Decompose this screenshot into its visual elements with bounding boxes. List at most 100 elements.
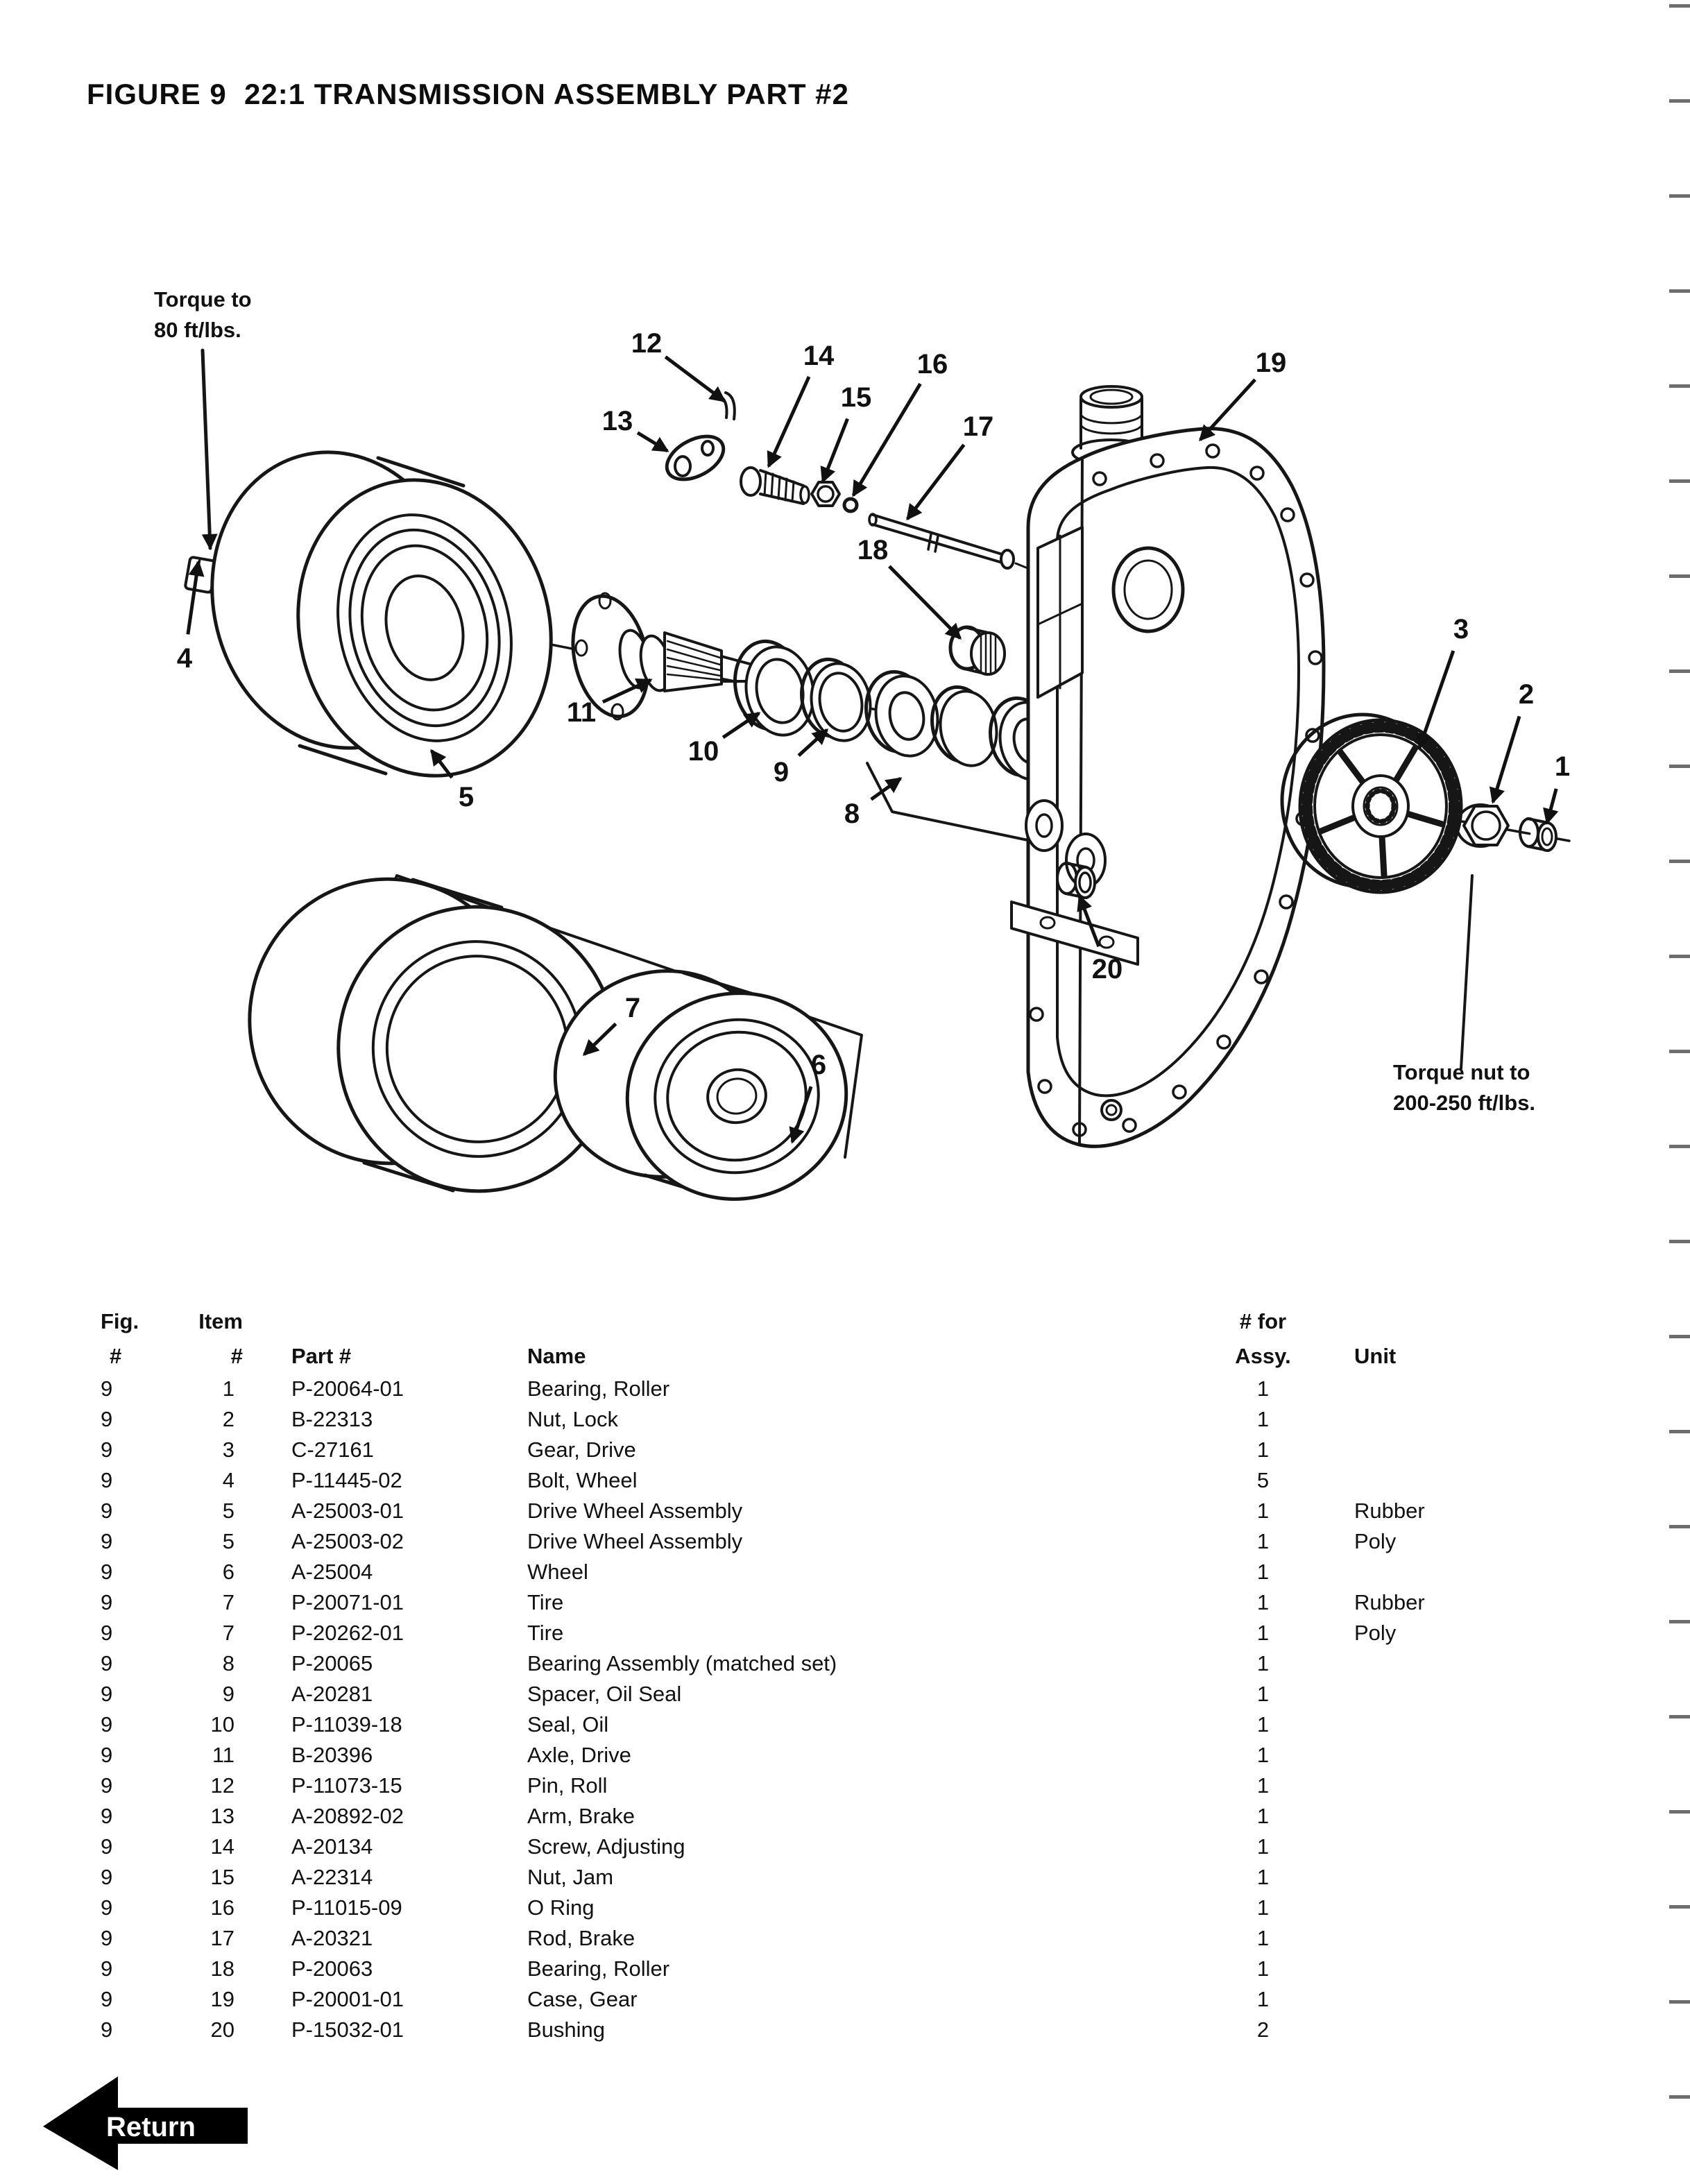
table-cell: 20 xyxy=(210,2017,234,2042)
callout-arrow xyxy=(601,678,653,704)
return-arrow-icon xyxy=(43,2076,248,2170)
table-cell: 1 xyxy=(1256,1560,1270,1584)
torque-bolt-note: Torque to 80 ft/lbs. xyxy=(154,287,257,342)
table-cell: Tire xyxy=(527,1621,564,1645)
table-cell: 19 xyxy=(210,1987,234,2011)
table-cell: 9 xyxy=(101,1468,113,1492)
header-assy: # for xyxy=(1239,1309,1287,1333)
header-part: Part # xyxy=(291,1344,352,1368)
table-cell: Nut, Jam xyxy=(527,1865,614,1889)
callout-arrow xyxy=(722,711,761,740)
callout-number: 17 xyxy=(963,411,994,442)
table-cell xyxy=(1313,1648,1521,1679)
table-cell: 9 xyxy=(222,1682,234,1706)
table-cell: Wheel xyxy=(527,1560,588,1584)
table-cell: 1 xyxy=(1256,1499,1270,1523)
table-cell xyxy=(1313,1557,1521,1587)
callout-number: 19 xyxy=(1256,348,1287,378)
table-cell: P-15032-01 xyxy=(291,2017,404,2042)
gasket-hole xyxy=(1254,969,1269,984)
table-cell xyxy=(1313,1771,1521,1801)
table-cell: 12 xyxy=(210,1773,234,1798)
table-cell: 4 xyxy=(222,1468,234,1492)
callout-arrow xyxy=(767,375,811,468)
callout-number: 5 xyxy=(459,782,474,812)
table-cell: Pin, Roll xyxy=(527,1773,608,1798)
table-cell: 14 xyxy=(210,1834,234,1859)
callout-number: 13 xyxy=(602,406,633,436)
table-cell: Seal, Oil xyxy=(527,1712,609,1737)
return-button[interactable]: Return xyxy=(28,2054,305,2182)
callout-number: 6 xyxy=(811,1050,826,1080)
table-cell xyxy=(1313,1404,1521,1435)
table-cell: 1 xyxy=(222,1376,234,1401)
table-cell: 9 xyxy=(101,2017,113,2042)
table-cell: 1 xyxy=(1256,1804,1270,1828)
table-cell: 9 xyxy=(101,1773,113,1798)
table-cell: 3 xyxy=(222,1437,234,1462)
table-cell: P-20064-01 xyxy=(291,1376,404,1401)
table-cell: 11 xyxy=(212,1743,234,1767)
page-title: FIGURE 9 22:1 TRANSMISSION ASSEMBLY PART… xyxy=(87,78,849,110)
table-cell: 7 xyxy=(222,1621,234,1645)
callout-arrow xyxy=(664,355,726,403)
table-cell: 1 xyxy=(1256,1834,1270,1859)
table-cell: 2 xyxy=(1256,2017,1270,2042)
table-cell: 9 xyxy=(101,1712,113,1737)
header-item: Item xyxy=(198,1309,243,1333)
table-cell: 5 xyxy=(1256,1468,1270,1492)
table-cell: 9 xyxy=(101,1926,113,1950)
callout-arrow xyxy=(797,728,829,757)
table-cell xyxy=(1313,1679,1521,1709)
tire-drawing xyxy=(248,877,618,1193)
table-cell: 9 xyxy=(101,1376,113,1401)
table-cell: 1 xyxy=(1256,1407,1270,1431)
table-cell xyxy=(1313,1465,1521,1496)
table-cell xyxy=(1313,1709,1521,1740)
table-cell xyxy=(1313,1435,1521,1465)
roller-bearing-drawing xyxy=(948,625,1006,676)
oil-seal-spacer-drawing xyxy=(800,657,872,742)
callout-arrow xyxy=(789,1086,813,1144)
table-cell: A-20321 xyxy=(291,1926,373,1950)
table-cell xyxy=(1313,1893,1521,1923)
table-cell: Bearing Assembly (matched set) xyxy=(527,1651,837,1675)
table-cell xyxy=(1313,1374,1521,1404)
table-cell: 1 xyxy=(1256,1682,1270,1706)
table-cell: 5 xyxy=(222,1499,234,1523)
parts-table: Fig. Item # for # # Part # Name Assy. Un… xyxy=(0,1304,1690,2045)
table-cell: 9 xyxy=(101,1437,113,1462)
gasket-hole xyxy=(1150,453,1165,468)
table-cell: P-11015-09 xyxy=(291,1895,402,1920)
callout-number: 15 xyxy=(841,382,872,413)
table-header-row-1: Fig. Item # for xyxy=(0,1304,1690,1339)
header-assy-bot: Assy. xyxy=(1235,1344,1291,1368)
table-cell: 9 xyxy=(101,1865,113,1889)
table-cell xyxy=(1313,1984,1521,2015)
table-cell: A-20281 xyxy=(291,1682,373,1706)
callout-number: 18 xyxy=(857,535,889,565)
table-cell: 1 xyxy=(1256,1895,1270,1920)
table-cell xyxy=(1313,1923,1521,1954)
callout-number: 4 xyxy=(177,643,193,674)
table-cell: 9 xyxy=(101,1407,113,1431)
table-cell: 5 xyxy=(222,1529,234,1553)
callout-number: 16 xyxy=(917,349,948,379)
table-cell: A-22314 xyxy=(291,1865,373,1889)
callout-arrow xyxy=(430,749,454,779)
callout-arrow xyxy=(851,382,922,497)
table-cell: A-20134 xyxy=(291,1834,373,1859)
table-cell: Bearing, Roller xyxy=(527,1956,670,1981)
callout-arrow xyxy=(888,565,962,640)
table-cell xyxy=(1313,2015,1521,2045)
